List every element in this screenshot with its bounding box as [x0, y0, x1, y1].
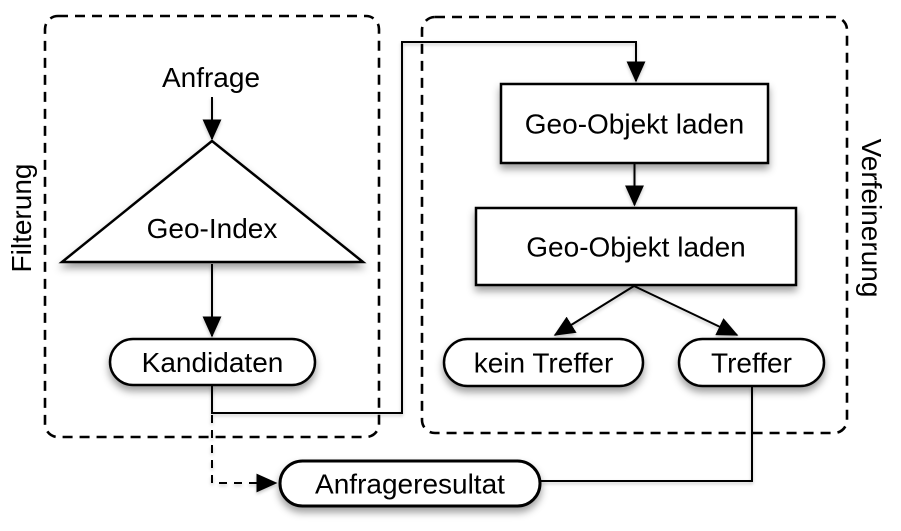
- edge-treffer-to-anfrageresultat: [541, 386, 753, 482]
- node-anfrageresultat: [278, 459, 542, 508]
- filterung-phase-box: [43, 14, 381, 439]
- node-treffer: [677, 337, 826, 388]
- node-geo-objekt-laden-2-label: Geo-Objekt laden: [526, 231, 745, 262]
- node-geo-objekt-laden-2: [474, 206, 798, 287]
- verfeinerung-phase-box: [420, 15, 849, 435]
- node-anfrageresultat-label: Anfrageresultat: [315, 468, 505, 499]
- edge-geo-objekt-laden-2-to-treffer: [633, 285, 739, 336]
- edge-kandidaten-to-geo-objekt-laden-1: [211, 41, 646, 414]
- node-treffer-label: Treffer: [711, 347, 792, 378]
- filterung-label: Filterung: [6, 164, 37, 273]
- node-geo-objekt-laden-1-label: Geo-Objekt laden: [525, 108, 744, 139]
- node-kein-treffer-label: kein Treffer: [474, 347, 614, 378]
- node-kandidaten-label: Kandidaten: [142, 347, 284, 378]
- node-anfrage-label: Anfrage: [162, 62, 260, 93]
- node-geo-index-label: Geo-Index: [147, 213, 278, 244]
- verfeinerung-label: Verfeinerung: [856, 139, 887, 298]
- edge-geo-objekt-laden-2-to-kein-treffer: [553, 285, 635, 336]
- edge-kandidaten-to-anfrageresultat-dashed: [211, 415, 278, 493]
- node-kein-treffer: [442, 337, 645, 388]
- node-kandidaten: [108, 337, 317, 387]
- node-geo-index-triangle: [58, 139, 367, 264]
- node-geo-objekt-laden-1: [499, 82, 770, 165]
